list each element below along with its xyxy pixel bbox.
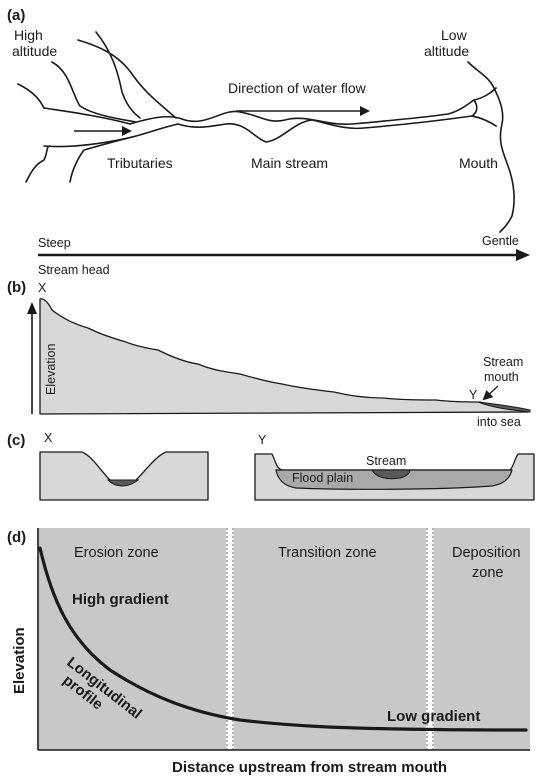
stream-mouth-pointer <box>482 385 499 401</box>
flood-plain <box>275 469 513 490</box>
main-stream-label: Main stream <box>251 155 328 171</box>
elevation-axis-head <box>27 302 37 314</box>
erosion-zone-bg <box>38 528 226 750</box>
panel-c: (c) X Y Stream Flood plain <box>7 431 535 501</box>
flood-plain-label: Flood plain <box>292 471 353 485</box>
transition-zone-bg <box>234 528 426 750</box>
high-altitude-label-1: High <box>14 27 43 43</box>
direction-label: Direction of water flow <box>228 80 367 96</box>
gradient-arrow-group: Steep Gentle <box>38 234 530 261</box>
stream-label-c: Stream <box>366 454 406 468</box>
panel-b: Stream head (b) X Elevation Stream mouth… <box>7 263 531 429</box>
river-upper-bank <box>43 99 475 125</box>
panel-d-label: (d) <box>7 529 26 546</box>
into-sea-label: into sea <box>477 415 521 429</box>
tributaries-label: Tributaries <box>107 155 173 171</box>
tributary-5 <box>25 145 51 183</box>
mouth-delta <box>471 87 497 127</box>
deposition-zone-bg <box>434 528 530 750</box>
gradient-arrow-head <box>516 249 530 261</box>
transition-zone-label: Transition zone <box>278 545 377 561</box>
v-valley-stream <box>106 479 140 487</box>
coastline <box>467 61 515 233</box>
stream-mouth-label-1: Stream <box>483 355 523 369</box>
tributary-3 <box>95 31 141 119</box>
elevation-label-b: Elevation <box>44 344 58 395</box>
tributary-6 <box>69 137 129 183</box>
high-gradient-label: High gradient <box>72 591 169 608</box>
point-x-label-c: X <box>44 431 53 445</box>
panel-a: (a) High altitude Low altitude Direction… <box>7 7 515 233</box>
tributary-2 <box>17 83 45 109</box>
deposition-zone-label-1: Deposition <box>452 545 521 561</box>
high-altitude-label-2: altitude <box>12 43 57 59</box>
panel-d: (d) Erosion zone Transition zone Deposit… <box>7 528 530 776</box>
river-lower-bank <box>43 115 497 148</box>
broad-valley-stream <box>371 469 411 480</box>
tributary-4 <box>77 39 177 119</box>
longitudinal-profile-curve <box>38 546 528 732</box>
low-altitude-label-2: altitude <box>424 43 469 59</box>
tributary-1 <box>51 61 137 123</box>
land-profile <box>39 298 529 415</box>
panel-b-label: (b) <box>7 279 26 296</box>
stream-head-label: Stream head <box>38 263 110 277</box>
low-gradient-label: Low gradient <box>387 708 480 725</box>
point-y-label-b: Y <box>469 388 478 402</box>
panel-c-label: (c) <box>7 432 25 449</box>
sea-wedge <box>477 401 531 413</box>
d-ylabel: Elevation <box>11 627 28 694</box>
low-altitude-label-1: Low <box>441 27 468 43</box>
v-valley-cross-section <box>39 451 209 501</box>
deposition-zone-label-2: zone <box>472 565 503 581</box>
d-xlabel: Distance upstream from stream mouth <box>172 759 447 776</box>
point-y-label-c: Y <box>258 433 267 447</box>
mouth-label: Mouth <box>459 155 498 171</box>
panel-a-label: (a) <box>7 7 25 24</box>
steep-label: Steep <box>38 236 71 250</box>
stream-mouth-label-2: mouth <box>484 370 519 384</box>
erosion-zone-label: Erosion zone <box>74 545 159 561</box>
point-x-label-b: X <box>38 281 47 295</box>
gentle-label: Gentle <box>482 234 519 248</box>
